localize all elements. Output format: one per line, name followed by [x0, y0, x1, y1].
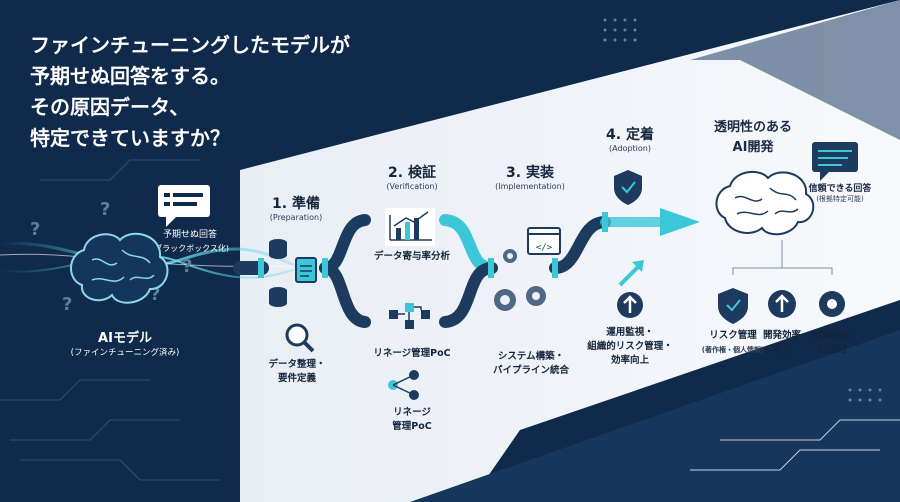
brain-icon-right [715, 170, 815, 236]
magnifier-icon [285, 323, 315, 353]
org-ai-line-1: 組織的な [812, 330, 851, 341]
step-3-label-2: パイプライン統合 [492, 365, 569, 376]
step-1-label: データ整理・ 要件定義 [252, 358, 342, 386]
trusted-answer-label: 信頼できる回答 (根拠特定可能) [790, 181, 890, 204]
right-title: 透明性のある AI開発 [688, 118, 818, 158]
chat-bubble-icon-right [812, 142, 858, 181]
step-3-label: システム構築・ パイプライン統合 [476, 350, 586, 378]
svg-text:?: ? [62, 294, 72, 315]
dev-efficiency-line-1: 開発効率 [762, 330, 801, 341]
shield-check-icon [718, 288, 748, 324]
right-title-2: AI開発 [732, 140, 774, 155]
headline-line-3: その原因データ、 [30, 95, 190, 119]
svg-text:?: ? [182, 256, 192, 277]
brain-icon [70, 232, 169, 304]
step-1: 1. 準備 (Preparation) [256, 193, 336, 222]
step-2-en: (Verification) [386, 182, 438, 191]
org-ai-label: 組織的な AI活用 [802, 329, 862, 357]
org-ai-line-2: AI活用 [817, 344, 847, 355]
step-1-title: 1. 準備 [272, 196, 320, 212]
svg-text:?: ? [30, 219, 40, 240]
headline-line-4: 特定できていますか？ [30, 126, 230, 150]
share-nodes-icon [388, 370, 419, 400]
shield-icon [614, 170, 642, 205]
headline: ファインチューニングしたモデルが 予期せぬ回答をする。 その原因データ、 特定で… [30, 30, 410, 154]
step-4: 4. 定着 (Adoption) [590, 124, 670, 153]
step-3-label-1: システム構築・ [497, 351, 565, 362]
step-4-label-3: 効率向上 [610, 355, 649, 366]
step-2: 2. 検証 (Verification) [362, 162, 462, 191]
unexpected-answer-sub: (ブラックボックス化) [150, 244, 229, 253]
trusted-answer-title: 信頼できる回答 [808, 184, 872, 194]
dev-efficiency-label: 開発効率 向上 [752, 329, 812, 357]
risk-management-label: リスク管理 (著作権・個人情報) [693, 329, 773, 357]
step-4-title: 4. 定着 [606, 127, 654, 143]
bar-chart-icon [385, 208, 435, 246]
arrow-right-icon [660, 208, 700, 236]
gear-icon-right [819, 291, 845, 317]
step-3-en: (Implementation) [495, 182, 565, 191]
headline-line-2: 予期せぬ回答をする。 [30, 64, 230, 88]
database-icon [269, 239, 287, 307]
unexpected-answer-title: 予期せぬ回答 [162, 230, 217, 240]
ai-model-sub: (ファインチューニング済み) [70, 348, 180, 358]
right-title-1: 透明性のある [713, 120, 792, 135]
headline-line-1: ファインチューニングしたモデルが [30, 33, 350, 57]
step-4-label-2: 組織的リスク管理・ [587, 341, 673, 352]
step-4-label: 運用監視・ 組織的リスク管理・ 効率向上 [575, 326, 685, 368]
chat-bubble-icon [158, 185, 210, 227]
dev-efficiency-line-2: 向上 [772, 344, 792, 355]
step-3-title: 3. 実装 [506, 165, 554, 181]
step-2-label-mid: リネージ管理PoC [373, 348, 451, 359]
trusted-answer-sub: (根拠特定可能) [816, 195, 864, 203]
risk-management-title: リスク管理 [709, 330, 757, 341]
file-icon [295, 257, 317, 283]
code-window-icon: </> [527, 227, 561, 255]
ai-model-label: AIモデル (ファインチューニング済み) [40, 332, 210, 360]
step-2-label-top: データ寄与率分析 [373, 251, 450, 262]
step-1-label-1: データ整理・ [268, 359, 326, 370]
svg-text:</>: </> [536, 243, 553, 253]
trend-arrow-icon [618, 263, 642, 287]
ai-model-title: AIモデル [98, 331, 152, 346]
lineage-icon [389, 303, 430, 329]
unexpected-answer-label: 予期せぬ回答 (ブラックボックス化) [140, 228, 240, 256]
step-2-label-bottom-1: リネージ [393, 407, 431, 418]
step-2-label-bottom-2: 管理PoC [392, 421, 432, 432]
step-4-label-1: 運用監視・ [606, 327, 654, 338]
svg-text:?: ? [100, 199, 110, 220]
step-1-en: (Preparation) [269, 213, 323, 222]
step-2-label-bottom: リネージ 管理PoC [372, 406, 452, 434]
step-4-en: (Adoption) [609, 144, 651, 153]
step-1-label-2: 要件定義 [277, 373, 316, 384]
step-2-title: 2. 検証 [388, 165, 436, 181]
step-3: 3. 実装 (Implementation) [480, 162, 580, 191]
risk-management-sub: (著作権・個人情報) [701, 346, 765, 354]
svg-text:?: ? [150, 284, 160, 305]
